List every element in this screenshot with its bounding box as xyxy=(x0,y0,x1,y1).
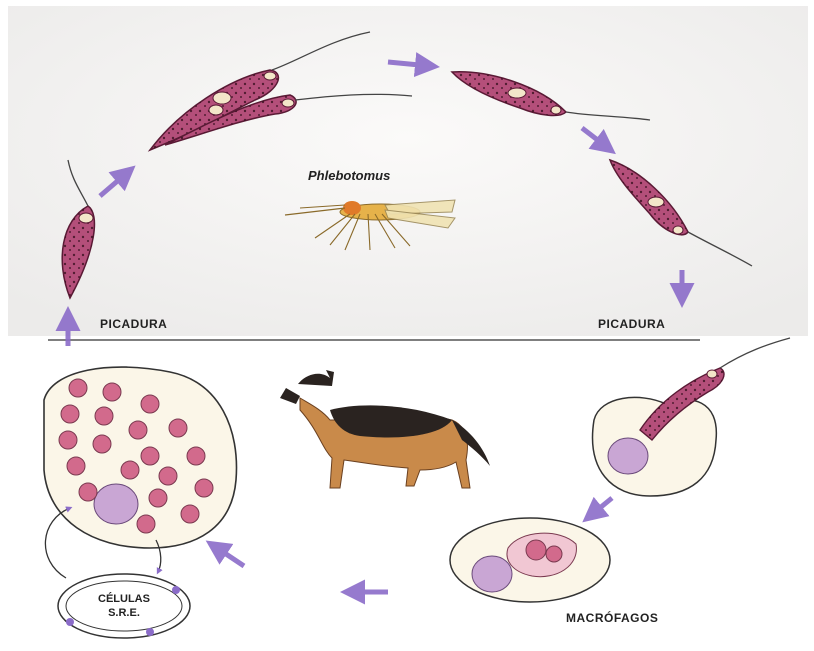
bite-label-right: PICADURA xyxy=(598,317,665,331)
top-panel xyxy=(8,6,808,336)
macrophage-with-amastigote xyxy=(450,518,610,602)
sre-cells-ring xyxy=(58,574,190,638)
infected-cell xyxy=(44,367,236,548)
sre-label-line1: CÉLULAS xyxy=(98,592,150,605)
sre-label-line2: S.R.E. xyxy=(108,607,140,619)
bite-label-left: PICADURA xyxy=(100,317,167,331)
macrophages-label: MACRÓFAGOS xyxy=(566,610,658,625)
species-label: Phlebotomus xyxy=(308,168,390,183)
